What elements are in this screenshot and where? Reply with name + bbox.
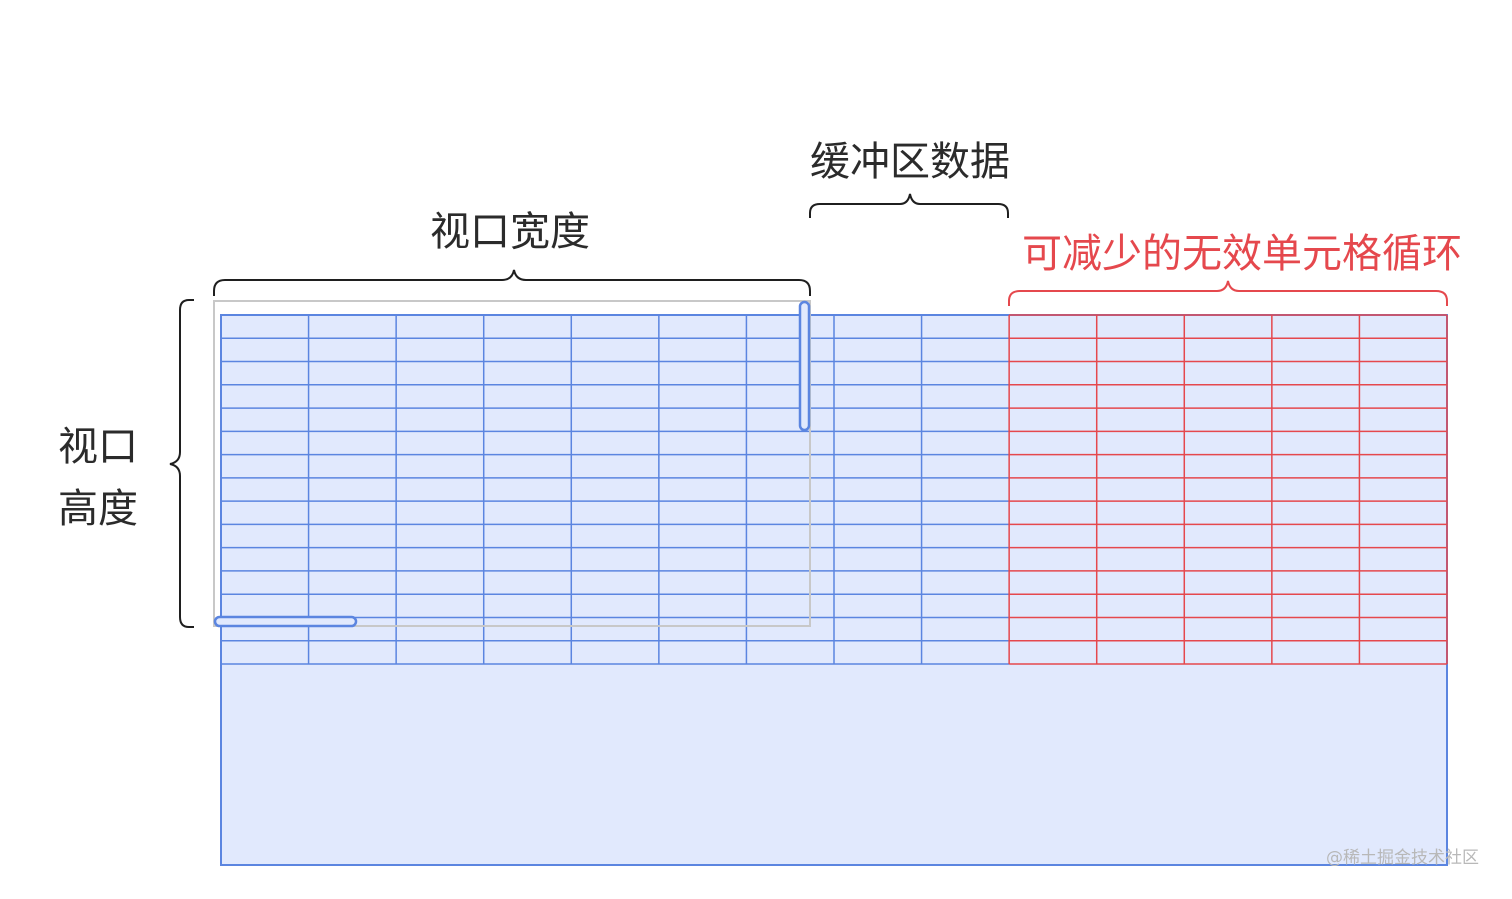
reducible-cells-label: 可减少的无效单元格循环 [1022, 231, 1462, 277]
viewport-frame [213, 300, 811, 627]
viewport-height-label-line1: 视口 [58, 424, 138, 470]
cell-grid [221, 314, 1448, 665]
vertical-scrollbar [798, 300, 811, 432]
viewport-height-label-line2: 高度 [58, 486, 138, 532]
viewport-width-label: 视口宽度 [430, 209, 590, 255]
viewport-height-label: 视口 高度 [58, 416, 148, 540]
brace-reducible-cells [1008, 280, 1448, 306]
watermark: @稀土掘金技术社区 [1326, 848, 1479, 868]
brace-buffer-data [809, 193, 1009, 218]
buffer-data-label: 缓冲区数据 [810, 139, 1010, 185]
brace-viewport-width [213, 269, 811, 296]
horizontal-scrollbar [213, 615, 358, 628]
brace-viewport-height [169, 299, 194, 628]
